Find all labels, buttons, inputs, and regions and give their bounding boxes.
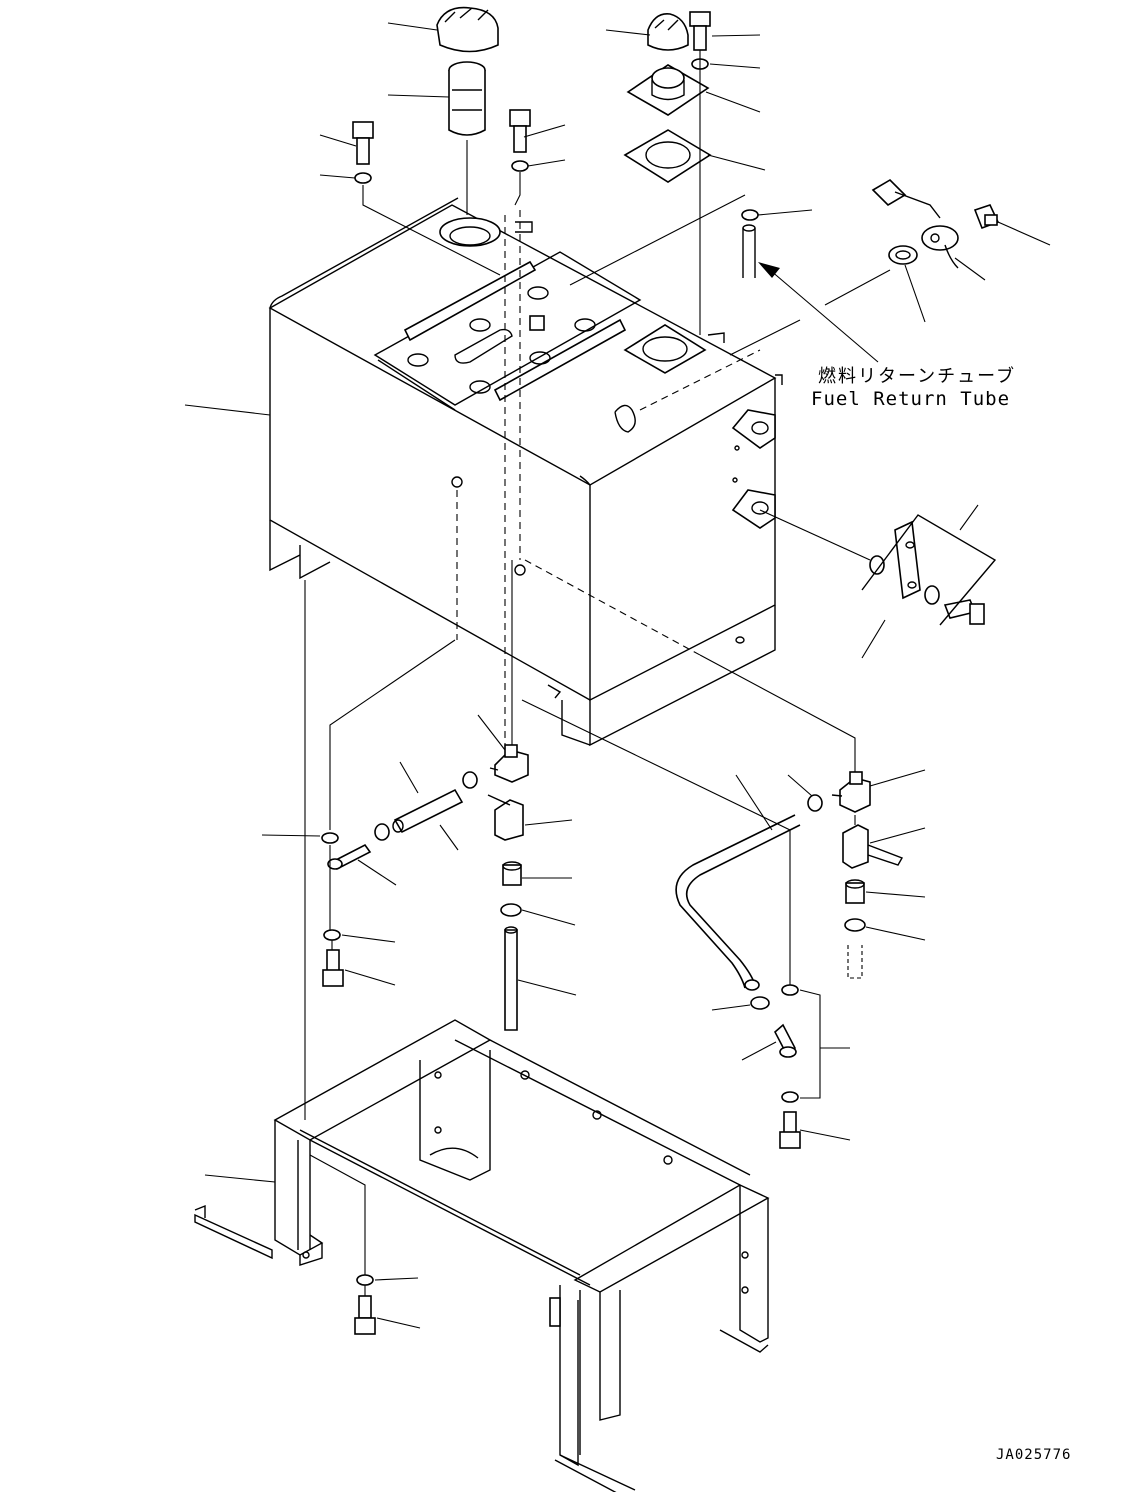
cover-flange <box>626 64 710 116</box>
gauge-bracket <box>869 520 985 625</box>
clamp-left <box>500 903 522 917</box>
strainer <box>448 61 486 136</box>
assembly-lines <box>304 50 891 1296</box>
bolt-4 <box>322 949 344 987</box>
washer-3 <box>511 160 529 172</box>
drain-pipe <box>675 814 801 991</box>
bolt-5 <box>779 1111 801 1149</box>
washer-6 <box>781 984 799 996</box>
drain-hose-right <box>844 918 866 979</box>
bolt-2 <box>352 121 374 165</box>
fuel-return-tube <box>741 209 759 278</box>
gasket <box>623 129 712 183</box>
fitting-right <box>845 879 865 904</box>
clamp-3 <box>807 794 823 812</box>
filler-cap <box>436 6 499 53</box>
fuel-return-tube-label-jp: 燃料リターンチューブ <box>818 366 1017 387</box>
hose-1 <box>392 788 464 834</box>
washer-7 <box>781 1091 799 1103</box>
drain-valve-left <box>489 744 529 783</box>
bolt-6 <box>354 1295 376 1335</box>
screw-1 <box>973 204 1000 230</box>
leader-lines <box>184 22 1051 1329</box>
drawing-id: JA025776 <box>996 1447 1072 1463</box>
drain-valve-right <box>831 771 871 813</box>
fuel-tank <box>268 197 783 747</box>
cock-right <box>842 824 904 869</box>
fitting-left <box>502 861 522 886</box>
stud-bolt <box>327 843 372 871</box>
clamp-1 <box>374 823 390 841</box>
clamp-2 <box>462 771 478 789</box>
washer-5 <box>323 929 341 941</box>
fuel-return-tube-arrow <box>758 262 879 363</box>
washer-8 <box>356 1274 374 1286</box>
washer-2 <box>354 172 372 184</box>
level-gauge-sender <box>871 178 959 269</box>
fuel-return-tube-label-en: Fuel Return Tube <box>811 388 1011 410</box>
tank-support-frame <box>194 1019 770 1492</box>
drain-hose-left <box>504 926 518 1031</box>
clamp-4 <box>750 996 770 1010</box>
stud-bolt-2 <box>773 1023 797 1058</box>
washer-4 <box>321 832 339 844</box>
bolt-1 <box>689 11 711 51</box>
breather-cap <box>647 13 689 51</box>
cock-left <box>487 794 524 841</box>
bolt-3 <box>509 109 531 153</box>
